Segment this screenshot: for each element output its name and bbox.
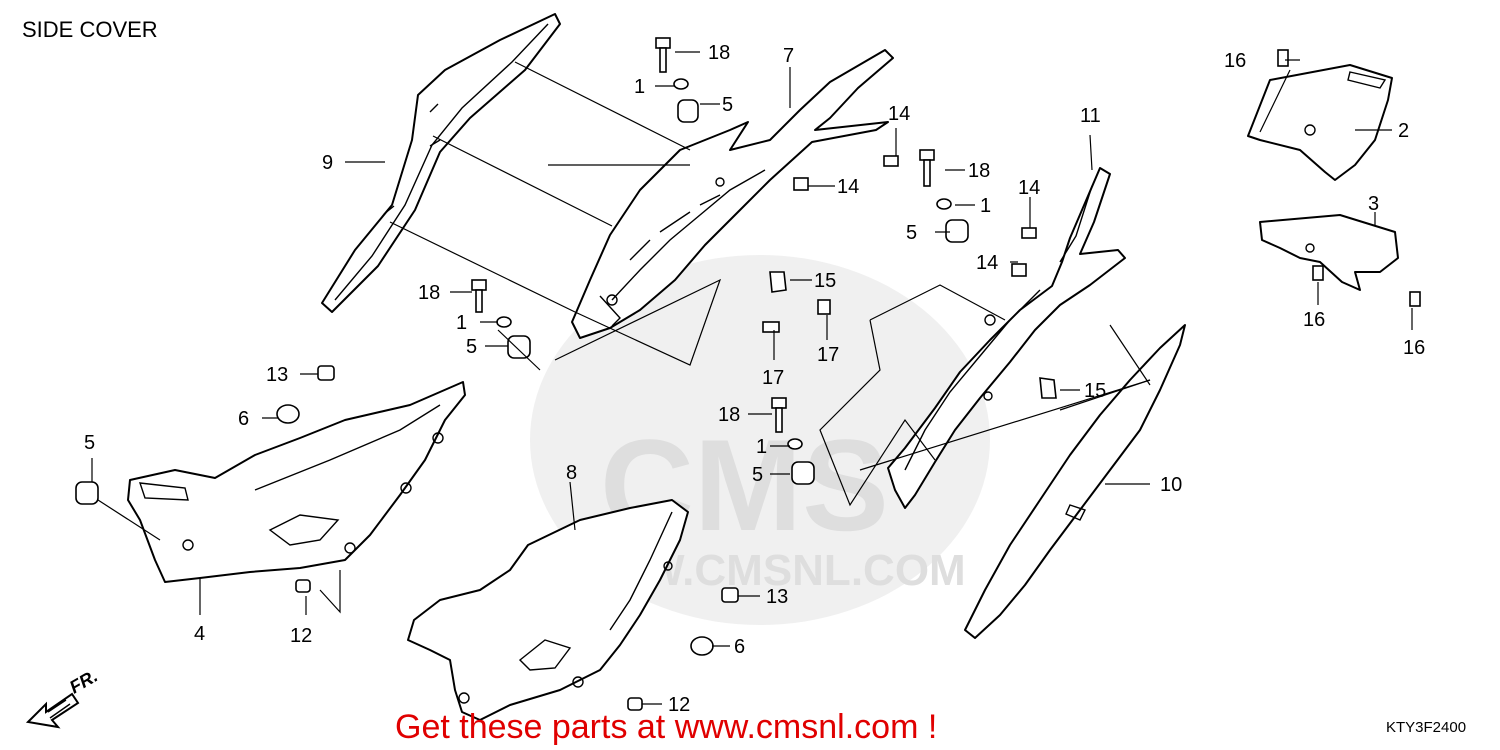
callout-16: 16 <box>1303 309 1325 331</box>
grommet-5-e[interactable] <box>75 481 99 505</box>
diagram-code: KTY3F2400 <box>1386 719 1466 736</box>
part-7-cover[interactable] <box>571 49 894 339</box>
direction-label: FR. <box>66 666 101 698</box>
callout-4: 4 <box>194 623 205 645</box>
callout-15: 15 <box>814 270 836 292</box>
callout-7: 7 <box>783 45 794 67</box>
callout-8: 8 <box>566 462 577 484</box>
part-2-panel[interactable] <box>1247 64 1393 181</box>
callout-18: 18 <box>708 42 730 64</box>
collar-1-b[interactable] <box>936 198 952 210</box>
grommet-5-a[interactable] <box>677 99 699 123</box>
part-11-cover[interactable] <box>887 167 1126 509</box>
collar-6-b[interactable] <box>690 636 714 656</box>
clip-14-c[interactable] <box>1021 227 1037 239</box>
collar-6-a[interactable] <box>276 404 300 424</box>
bolt-18-c[interactable] <box>471 279 487 313</box>
front-direction-indicator: FR. <box>25 666 101 729</box>
callout-16: 16 <box>1403 337 1425 359</box>
callout-15: 15 <box>1084 380 1106 402</box>
bolt-18-b[interactable] <box>919 149 935 187</box>
fastener-15-a[interactable] <box>769 271 787 293</box>
callout-18: 18 <box>968 160 990 182</box>
callout-11: 11 <box>1080 105 1101 127</box>
callout-5: 5 <box>722 94 733 116</box>
callout-2: 2 <box>1398 120 1409 142</box>
collar-1-a[interactable] <box>673 78 689 90</box>
screw-16-a[interactable] <box>1277 49 1289 67</box>
callout-14: 14 <box>976 252 998 274</box>
callout-6: 6 <box>734 636 745 658</box>
part-3-bracket[interactable] <box>1259 214 1399 291</box>
grommet-5-b[interactable] <box>945 219 969 243</box>
callout-13: 13 <box>766 586 788 608</box>
callout-1: 1 <box>456 312 467 334</box>
callout-5: 5 <box>906 222 917 244</box>
screw-16-b[interactable] <box>1312 265 1324 281</box>
callout-14: 14 <box>888 103 910 125</box>
callout-18: 18 <box>418 282 440 304</box>
screw-13-a[interactable] <box>317 365 335 381</box>
part-4-cover[interactable] <box>127 381 466 583</box>
footer-link[interactable]: Get these parts at www.cmsnl.com ! <box>395 708 937 746</box>
callout-1: 1 <box>756 436 767 458</box>
callout-3: 3 <box>1368 193 1379 215</box>
callout-13: 13 <box>266 364 288 386</box>
part-9-cover[interactable] <box>321 13 561 313</box>
callout-9: 9 <box>322 152 333 174</box>
hardware <box>75 37 1421 711</box>
screw-16-c[interactable] <box>1409 291 1421 307</box>
callout-18: 18 <box>718 404 740 426</box>
clip-14-b[interactable] <box>793 177 809 191</box>
callout-17: 17 <box>762 367 784 389</box>
collar-1-d[interactable] <box>787 438 803 450</box>
callout-5: 5 <box>752 464 763 486</box>
callout-6: 6 <box>238 408 249 430</box>
callout-1: 1 <box>980 195 991 217</box>
grommet-5-d[interactable] <box>791 461 815 485</box>
arrow-icon <box>25 692 80 729</box>
screw-17-a[interactable] <box>762 321 780 333</box>
part-8-cover[interactable] <box>407 499 689 721</box>
fastener-15-b[interactable] <box>1039 377 1057 399</box>
callouts: 18 1 5 7 9 14 14 15 17 17 18 1 5 14 14 1… <box>84 42 1425 716</box>
screw-12-a[interactable] <box>295 579 311 593</box>
callout-12: 12 <box>290 625 312 647</box>
clip-14-a[interactable] <box>883 155 899 167</box>
screw-17-b[interactable] <box>817 299 831 315</box>
leader-lines <box>91 51 1413 705</box>
bolt-18-a[interactable] <box>655 37 671 73</box>
callout-5: 5 <box>466 336 477 358</box>
callout-14: 14 <box>837 176 859 198</box>
callout-12: 12 <box>668 694 690 716</box>
part-10-cover[interactable] <box>964 324 1186 639</box>
clip-14-d[interactable] <box>1011 263 1027 277</box>
callout-10: 10 <box>1160 474 1182 496</box>
bolt-18-d[interactable] <box>771 397 787 433</box>
screw-13-b[interactable] <box>721 587 739 603</box>
page-title: SIDE COVER <box>22 17 158 42</box>
callout-17: 17 <box>817 344 839 366</box>
callout-14: 14 <box>1018 177 1040 199</box>
callout-16: 16 <box>1224 50 1246 72</box>
callout-5: 5 <box>84 432 95 454</box>
grommet-5-c[interactable] <box>507 335 531 359</box>
collar-1-c[interactable] <box>496 316 512 328</box>
callout-1: 1 <box>634 76 645 98</box>
